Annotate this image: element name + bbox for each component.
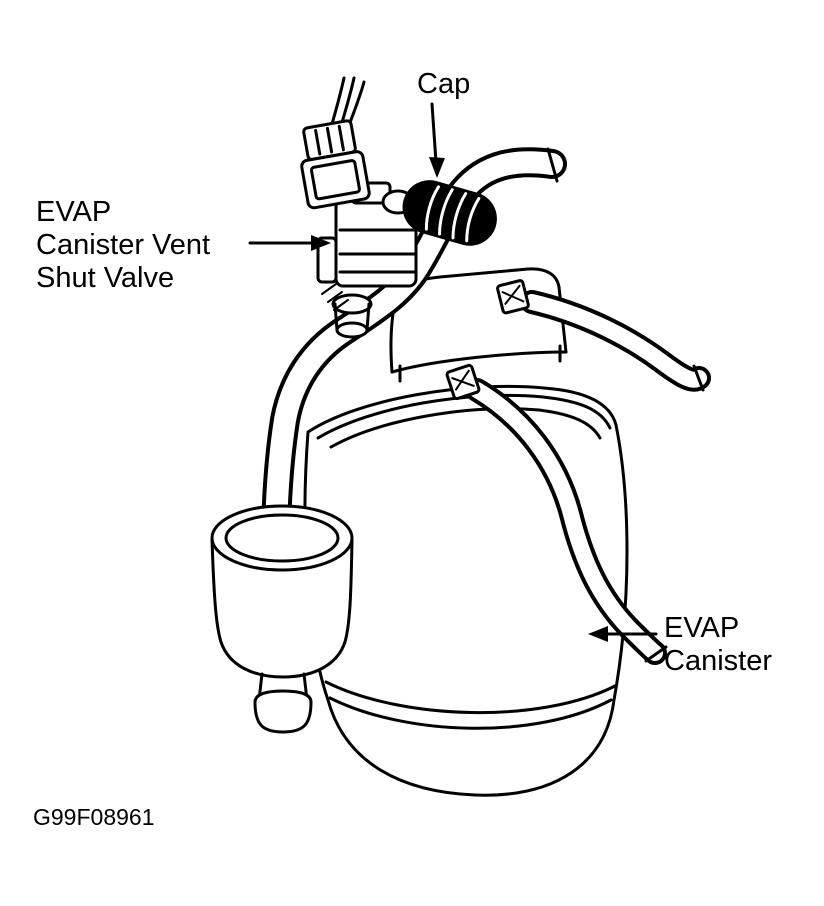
- figure-id: G99F08961: [33, 804, 155, 830]
- hose-clamp-upper: [496, 279, 530, 315]
- lower-right-hose: [465, 378, 668, 665]
- upper-right-hose: [520, 290, 711, 392]
- vent-shut-valve-label: EVAP Canister Vent Shut Valve: [36, 196, 210, 295]
- canister-arrow: [588, 626, 658, 642]
- evap-canister-body: [303, 267, 629, 797]
- cap-arrow: [429, 102, 445, 178]
- hose-clamp-lower: [445, 363, 481, 401]
- valve-label-line2: Canister Vent: [36, 229, 211, 261]
- valve-label-line1: EVAP: [36, 196, 112, 228]
- evap-canister-label: EVAP Canister: [664, 612, 772, 678]
- canister-label-line1: EVAP: [664, 612, 740, 644]
- valve-arrow: [248, 235, 331, 251]
- cap-label: Cap: [417, 68, 470, 101]
- canister-label-line2: Canister: [664, 645, 772, 677]
- canister-outline: [303, 384, 629, 797]
- cap-label-text: Cap: [417, 68, 471, 100]
- inline-filter: [210, 504, 354, 734]
- cap: [402, 180, 497, 246]
- vent-hose: [261, 147, 567, 545]
- electrical-connector: [300, 76, 371, 210]
- valve-label-line3: Shut Valve: [36, 262, 175, 294]
- vent-shut-valve: [316, 181, 418, 339]
